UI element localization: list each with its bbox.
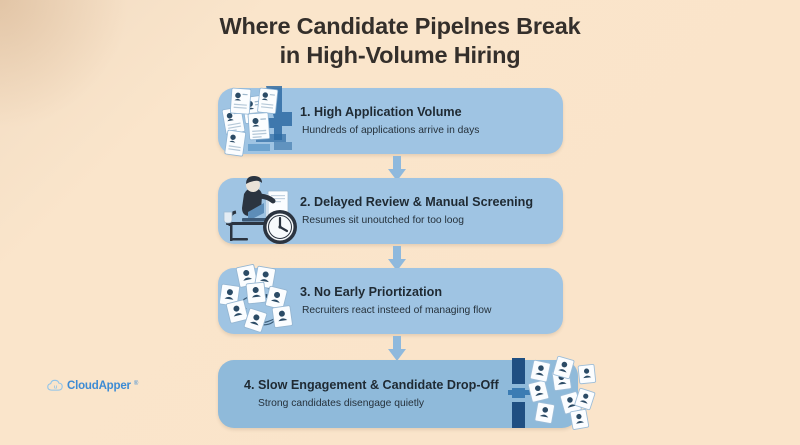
step-4-subtitle: Strong candidates disengage quietly: [258, 398, 425, 409]
step-2-title: 2. Delayed Review & Manual Screening: [300, 195, 534, 209]
logo-trademark: ®: [133, 381, 139, 387]
arrow-step-3-to-4: [388, 336, 406, 361]
step-card-2[interactable]: 2. Delayed Review & Manual Screening Res…: [218, 178, 563, 244]
arrow-step-2-to-3: [388, 246, 406, 271]
logo-wordmark: CloudApper: [67, 379, 131, 392]
page-title: Where Candidate Pipelnes Break in High-V…: [0, 12, 800, 70]
step-1-subtitle: Hundreds of applications arrive in days: [302, 125, 480, 136]
step-card-4[interactable]: 4. Slow Engagement & Candidate Drop-Off …: [218, 360, 578, 428]
step-2-subtitle: Resumes sit unoutched for too loog: [302, 215, 464, 226]
step-4-title: 4. Slow Engagement & Candidate Drop-Off: [244, 378, 499, 392]
cloud-icon: u: [47, 379, 63, 391]
step-1-title: 1. High Application Volume: [300, 105, 462, 119]
step-card-1[interactable]: 1. High Application Volume Hundreds of a…: [218, 88, 563, 154]
step-card-3[interactable]: 3. No Early Priortization Recruiters rea…: [218, 268, 563, 334]
step-3-subtitle: Recruiters react insteed of managing flo…: [302, 305, 492, 316]
step-4-text-block: 4. Slow Engagement & Candidate Drop-Off …: [244, 377, 499, 411]
title-line-2: in High-Volume Hiring: [279, 42, 521, 68]
arrow-step-1-to-2: [388, 156, 406, 181]
cloudapper-logo[interactable]: u CloudApper ®: [47, 379, 138, 392]
title-line-1: Where Candidate Pipelnes Break: [219, 13, 581, 39]
step-1-text-block: 1. High Application Volume Hundreds of a…: [300, 104, 479, 138]
step-3-title: 3. No Early Priortization: [300, 285, 443, 299]
step-3-text-block: 3. No Early Priortization Recruiters rea…: [300, 284, 491, 318]
svg-text:u: u: [54, 385, 57, 391]
step-2-text-block: 2. Delayed Review & Manual Screening Res…: [300, 194, 533, 228]
